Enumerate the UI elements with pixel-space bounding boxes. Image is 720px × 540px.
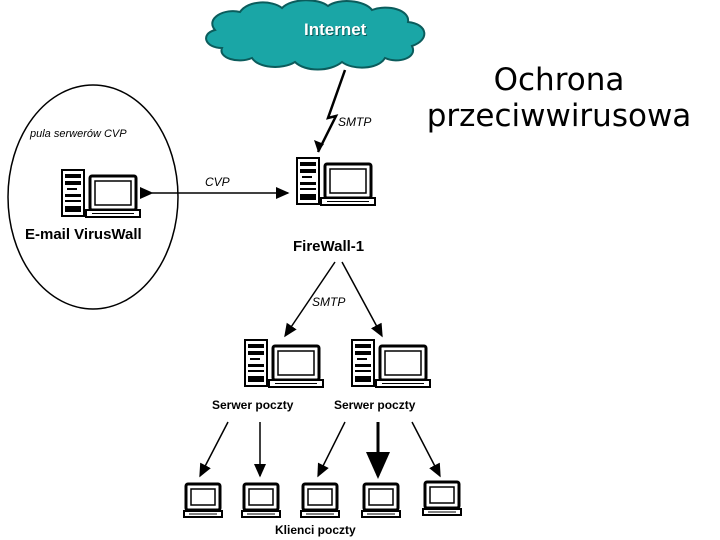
internet-label: Internet <box>304 20 367 39</box>
firewall-label: FireWall-1 <box>293 238 365 255</box>
firewall-to-server-1-arrow <box>284 261 336 338</box>
smtp-mid-label: SMTP <box>312 295 346 309</box>
smtp-lightning-link <box>316 69 347 153</box>
page-title: Ochrona przeciwwirusowa <box>400 62 718 134</box>
mail-server-2-label: Serwer poczty <box>334 398 416 412</box>
client-1-icon <box>182 482 224 519</box>
cvp-pool-label: pula serwerów CVP <box>30 128 127 140</box>
cvp-link-label: CVP <box>205 175 230 189</box>
title-line-2: przeciwwirusowa <box>426 98 692 134</box>
internet-cloud <box>205 0 426 71</box>
smtp-top-label: SMTP <box>338 115 372 129</box>
mail-server-2-computer-icon <box>350 338 432 389</box>
server-2-to-client-5-arrow <box>411 421 441 478</box>
mail-server-1-label: Serwer poczty <box>212 398 294 412</box>
mail-server-1-computer-icon <box>243 338 325 389</box>
virus-wall-label: E-mail VirusWall <box>25 226 142 243</box>
clients-label: Klienci poczty <box>275 523 356 537</box>
client-2-icon <box>240 482 282 519</box>
firewall-to-server-2-arrow <box>341 261 383 338</box>
firewall-computer-icon <box>295 156 377 207</box>
client-4-icon <box>360 482 402 519</box>
virus-wall-computer-icon <box>60 168 142 219</box>
client-3-icon <box>299 482 341 519</box>
client-5-icon <box>421 480 463 517</box>
server-1-to-client-1-arrow <box>199 421 229 478</box>
title-line-1: Ochrona <box>493 62 625 98</box>
server-2-to-client-3-arrow <box>317 421 346 478</box>
